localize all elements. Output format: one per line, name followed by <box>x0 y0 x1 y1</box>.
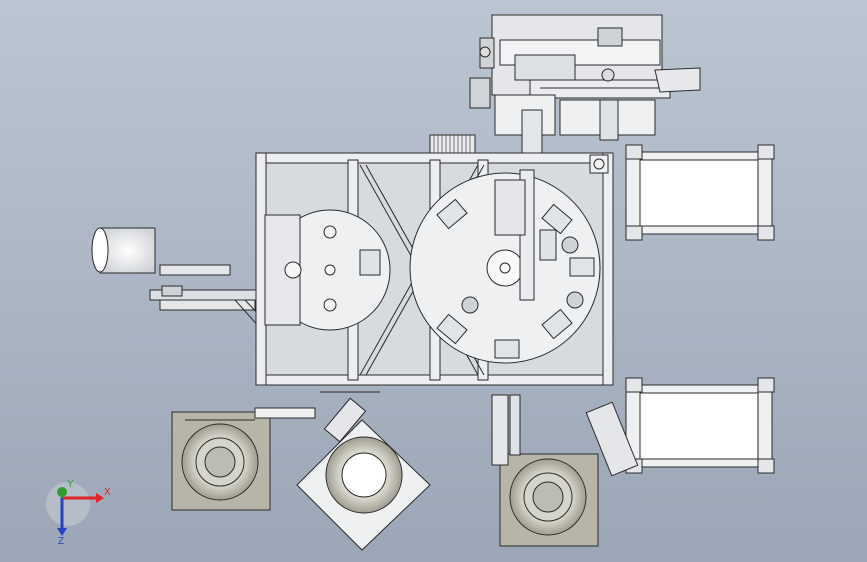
rotary-index-table[interactable] <box>409 169 601 364</box>
axis-label-z: Z <box>58 536 65 547</box>
bowl-feeder-right[interactable] <box>491 394 599 547</box>
axis-label-x: X <box>104 487 111 498</box>
left-rotary-plate[interactable] <box>264 209 391 331</box>
upper-right-tray[interactable] <box>625 144 775 241</box>
coordinate-triad <box>46 482 104 536</box>
bowl-feeder-center[interactable] <box>296 391 431 551</box>
lower-right-tray[interactable] <box>585 377 775 477</box>
bowl-feeder-left[interactable] <box>171 407 316 511</box>
left-drum[interactable] <box>91 227 263 331</box>
top-feeder-module[interactable] <box>469 14 701 171</box>
axis-label-y: Y <box>67 479 74 490</box>
